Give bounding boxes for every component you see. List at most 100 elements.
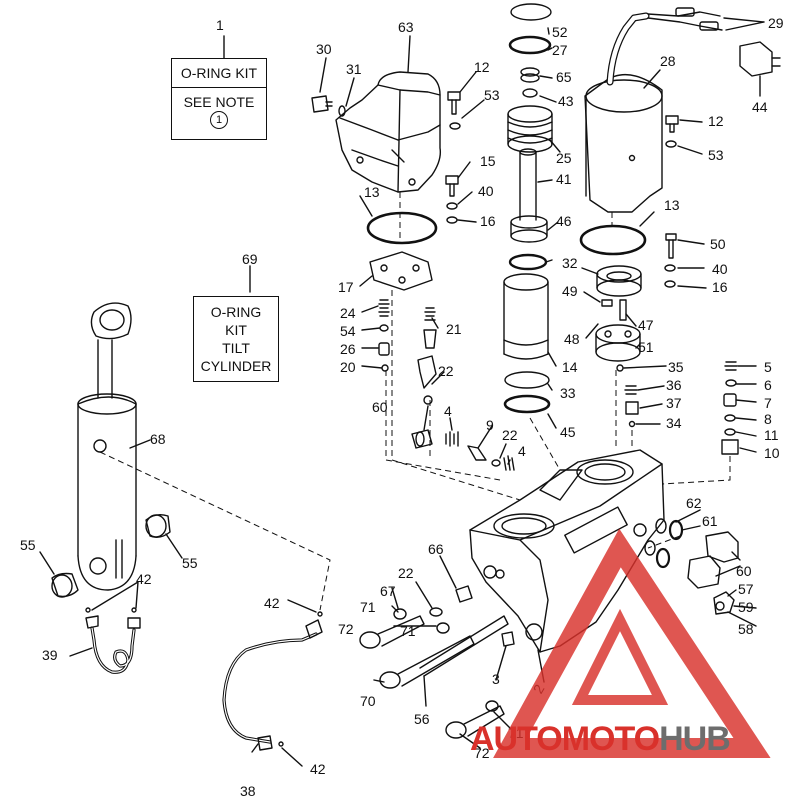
callout-1: 1 xyxy=(216,17,224,33)
callout-3: 3 xyxy=(492,671,500,687)
callout-20: 20 xyxy=(340,359,356,375)
callout-55: 55 xyxy=(20,537,36,553)
pump-32 xyxy=(596,265,642,297)
callout-61: 61 xyxy=(702,513,718,529)
callout-6: 6 xyxy=(764,377,772,393)
callout-72b: 72 xyxy=(474,745,490,761)
callout-42: 42 xyxy=(136,571,152,587)
screw-12-left xyxy=(447,91,461,115)
plate-17 xyxy=(369,251,433,291)
callout-57: 57 xyxy=(738,581,754,597)
fitting-60-right xyxy=(687,531,739,589)
callout-40b: 40 xyxy=(712,261,728,277)
callout-37: 37 xyxy=(666,395,682,411)
callout-33: 33 xyxy=(560,385,576,401)
callout-8: 8 xyxy=(764,411,772,427)
bolt-72-top xyxy=(359,615,425,649)
callout-10: 10 xyxy=(764,445,780,461)
tilt-box-line-3: TILT xyxy=(222,340,250,356)
o-ring-13-right xyxy=(579,224,647,256)
callout-70: 70 xyxy=(360,693,376,709)
screw-15 xyxy=(445,175,459,197)
callout-43: 43 xyxy=(558,93,574,109)
cylinder-sleeve-14 xyxy=(503,273,549,360)
washer-31 xyxy=(338,105,346,117)
callout-17: 17 xyxy=(338,279,354,295)
tilt-box-line-4: CYLINDER xyxy=(200,358,272,374)
callout-41: 41 xyxy=(556,171,572,187)
o-ring-13-left xyxy=(366,211,438,245)
tilt-cylinder-kit-box: O-RING KIT TILT CYLINDER xyxy=(193,296,279,382)
callout-13: 13 xyxy=(364,184,380,200)
callout-69: 69 xyxy=(242,251,258,267)
manifold-body xyxy=(469,449,665,653)
watermark-logo xyxy=(493,528,771,758)
o-ring-52 xyxy=(510,3,552,21)
watermark-hub: HUB xyxy=(659,720,731,758)
callout-35: 35 xyxy=(668,359,684,375)
callout-60: 60 xyxy=(372,399,388,415)
callout-47: 47 xyxy=(638,317,654,333)
callout-22: 22 xyxy=(438,363,454,379)
callout-15: 15 xyxy=(480,153,496,169)
callout-22c: 22 xyxy=(398,565,414,581)
pin-56 xyxy=(419,615,509,677)
callout-4: 4 xyxy=(444,403,452,419)
callout-9: 9 xyxy=(486,417,494,433)
callout-32: 32 xyxy=(562,255,578,271)
note-number: 1 xyxy=(210,111,228,129)
callout-16b: 16 xyxy=(712,279,728,295)
callout-55b: 55 xyxy=(182,555,198,571)
see-note-cell: SEE NOTE 1 xyxy=(172,87,266,135)
callout-40: 40 xyxy=(478,183,494,199)
callout-67: 67 xyxy=(380,583,396,599)
callout-30: 30 xyxy=(316,41,332,57)
callout-63: 63 xyxy=(398,19,414,35)
callout-59: 59 xyxy=(738,599,754,615)
callout-50: 50 xyxy=(710,236,726,252)
callout-14: 14 xyxy=(562,359,578,375)
callout-4b: 4 xyxy=(518,443,526,459)
spring-24 xyxy=(378,299,390,317)
screw-30 xyxy=(311,95,333,113)
piston-25 xyxy=(507,105,553,153)
callout-71b: 71 xyxy=(400,623,416,639)
shaft-41 xyxy=(519,148,537,221)
callout-65: 65 xyxy=(556,69,572,85)
tilt-box-line-1: O-RING xyxy=(210,304,262,320)
callout-54: 54 xyxy=(340,323,356,339)
pump-cover-63 xyxy=(335,71,442,193)
callout-51: 51 xyxy=(638,339,654,355)
o-ring-kit-title: O-RING KIT xyxy=(180,65,258,81)
watermark-moto: MOTO xyxy=(561,720,660,758)
bolt-72-bottom xyxy=(445,705,505,739)
callout-36: 36 xyxy=(666,377,682,393)
callout-38: 38 xyxy=(240,783,256,799)
watermark-auto: AUTO xyxy=(470,720,563,758)
callout-60b: 60 xyxy=(736,563,752,579)
callout-24: 24 xyxy=(340,305,356,321)
callout-68: 68 xyxy=(150,431,166,447)
o-ring-27 xyxy=(508,35,552,55)
callout-72: 72 xyxy=(338,621,354,637)
callout-13b: 13 xyxy=(664,197,680,213)
tilt-box-line-2: KIT xyxy=(225,322,247,338)
callout-28: 28 xyxy=(660,53,676,69)
callout-12: 12 xyxy=(474,59,490,75)
callout-49: 49 xyxy=(562,283,578,299)
callout-56: 56 xyxy=(414,711,430,727)
bolt-70 xyxy=(379,635,475,689)
callout-22b: 22 xyxy=(502,427,518,443)
callout-7: 7 xyxy=(764,395,772,411)
callout-31: 31 xyxy=(346,61,362,77)
callout-39: 39 xyxy=(42,647,58,663)
callout-46: 46 xyxy=(556,213,572,229)
callout-29: 29 xyxy=(768,15,784,31)
callout-52: 52 xyxy=(552,24,568,40)
callout-16: 16 xyxy=(480,213,496,229)
bushing-3 xyxy=(501,631,515,647)
callout-12b: 12 xyxy=(708,113,724,129)
callout-5: 5 xyxy=(764,359,772,375)
